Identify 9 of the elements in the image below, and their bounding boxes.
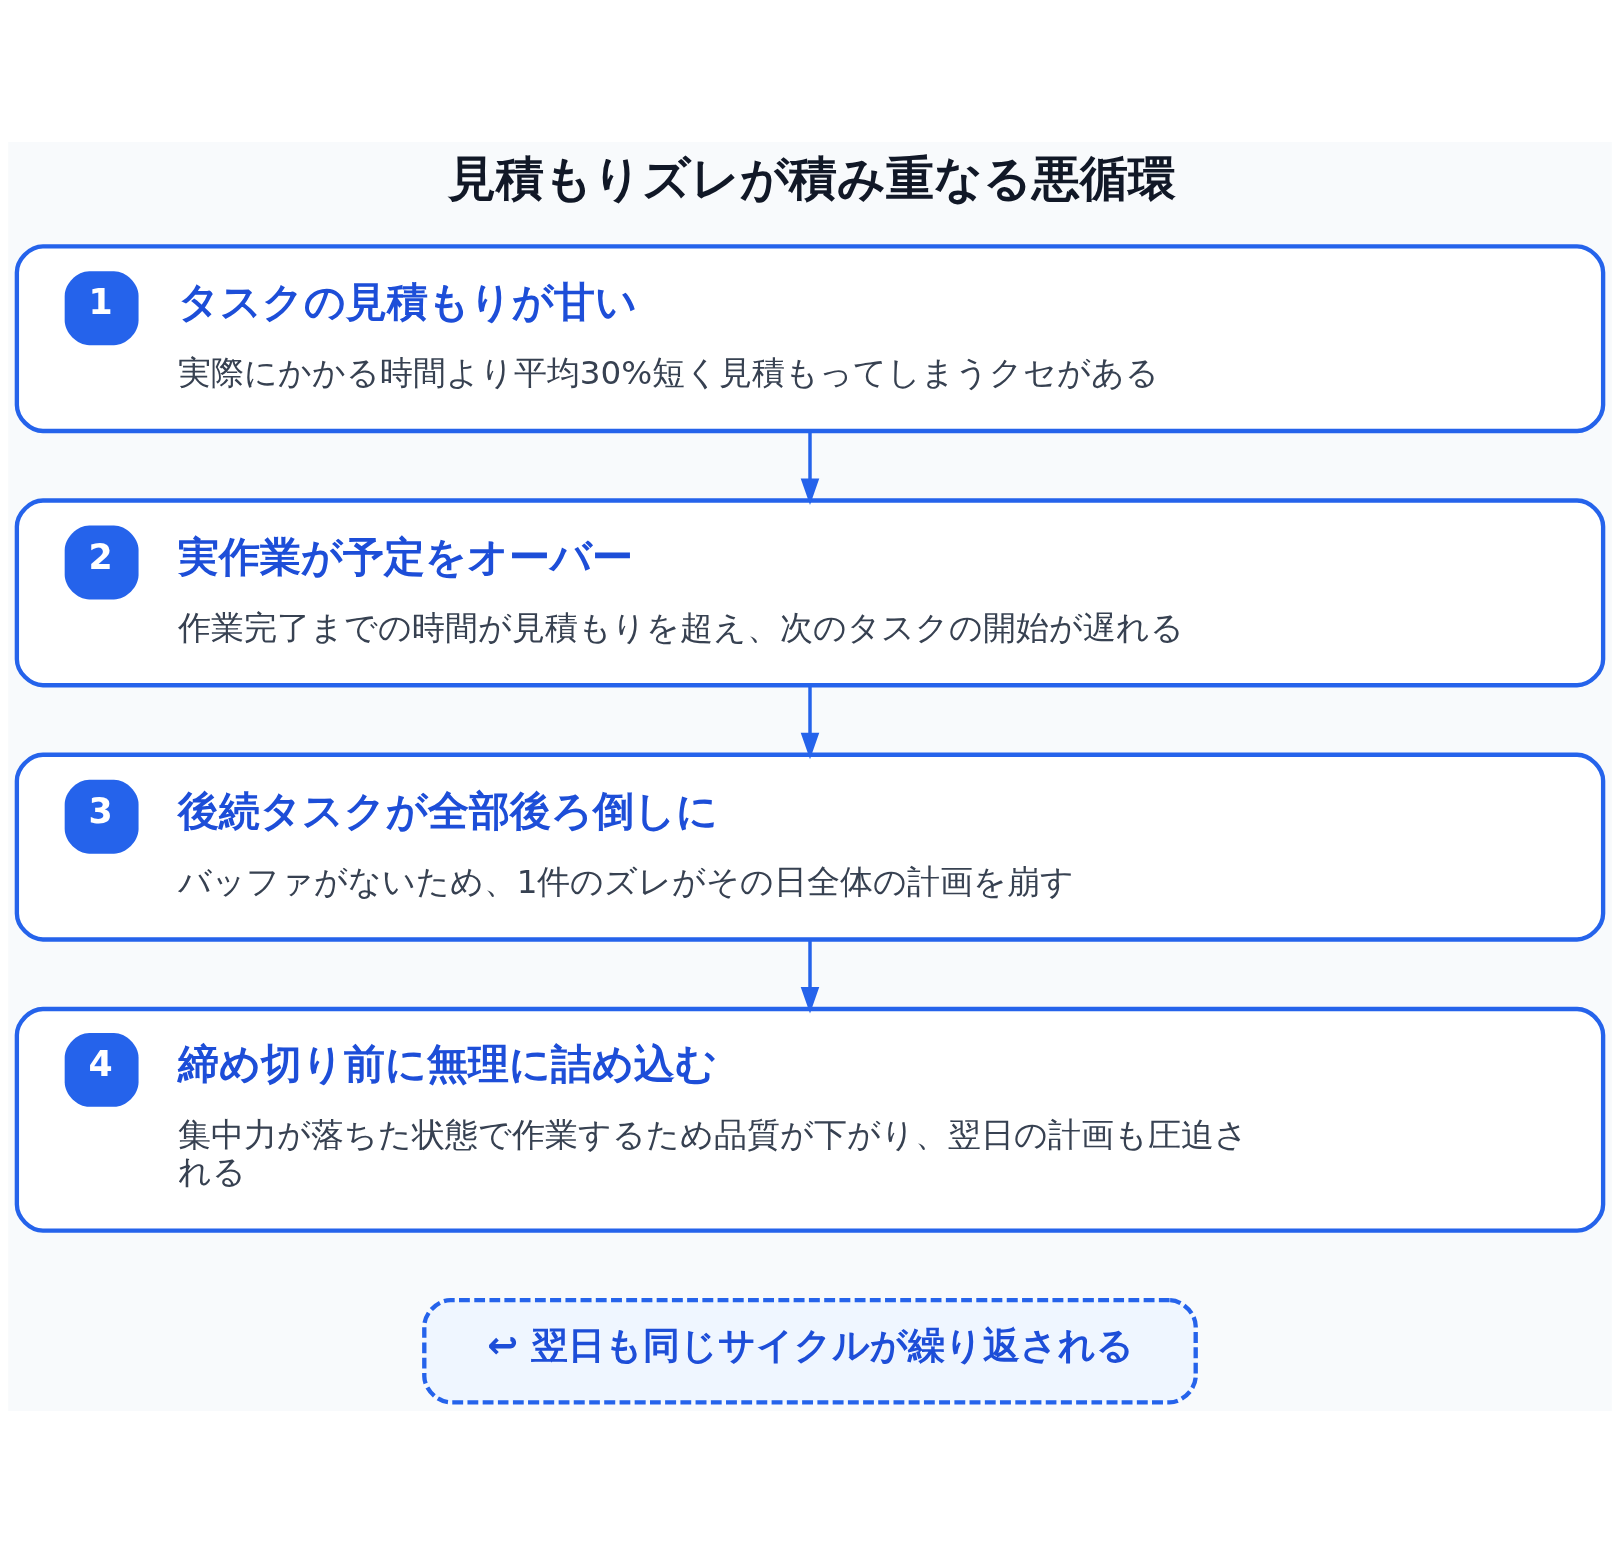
arrow: [800, 430, 820, 505]
node-box: ↩ 翌日も同じサイクルが繰り返される: [422, 1297, 1198, 1404]
node-box: 2 実作業が予定をオーバー 作業完了までの時間が見積もりを超え、次のタスクの開始が遅れる: [14, 497, 1606, 687]
arrow: [800, 939, 820, 1014]
node-box: 1 タスクの見積もりが甘い 実際にかかる時間より平均30%短く見積もってしまうクセがある: [14, 243, 1606, 433]
arrow: [800, 684, 820, 759]
node-box: 3 後続タスクが全部後ろ倒しに バッファがないため、1件のズレがその日全体の計画を崩す: [14, 752, 1606, 942]
node-box: 4 締め切り前に無理に詰め込む 集中力が落ちた状態で作業するため品質が下がり、翌日の計画も圧迫される: [14, 1006, 1606, 1233]
diagram-title: 見積もりズレが積み重なる悪循環: [448, 150, 1177, 206]
